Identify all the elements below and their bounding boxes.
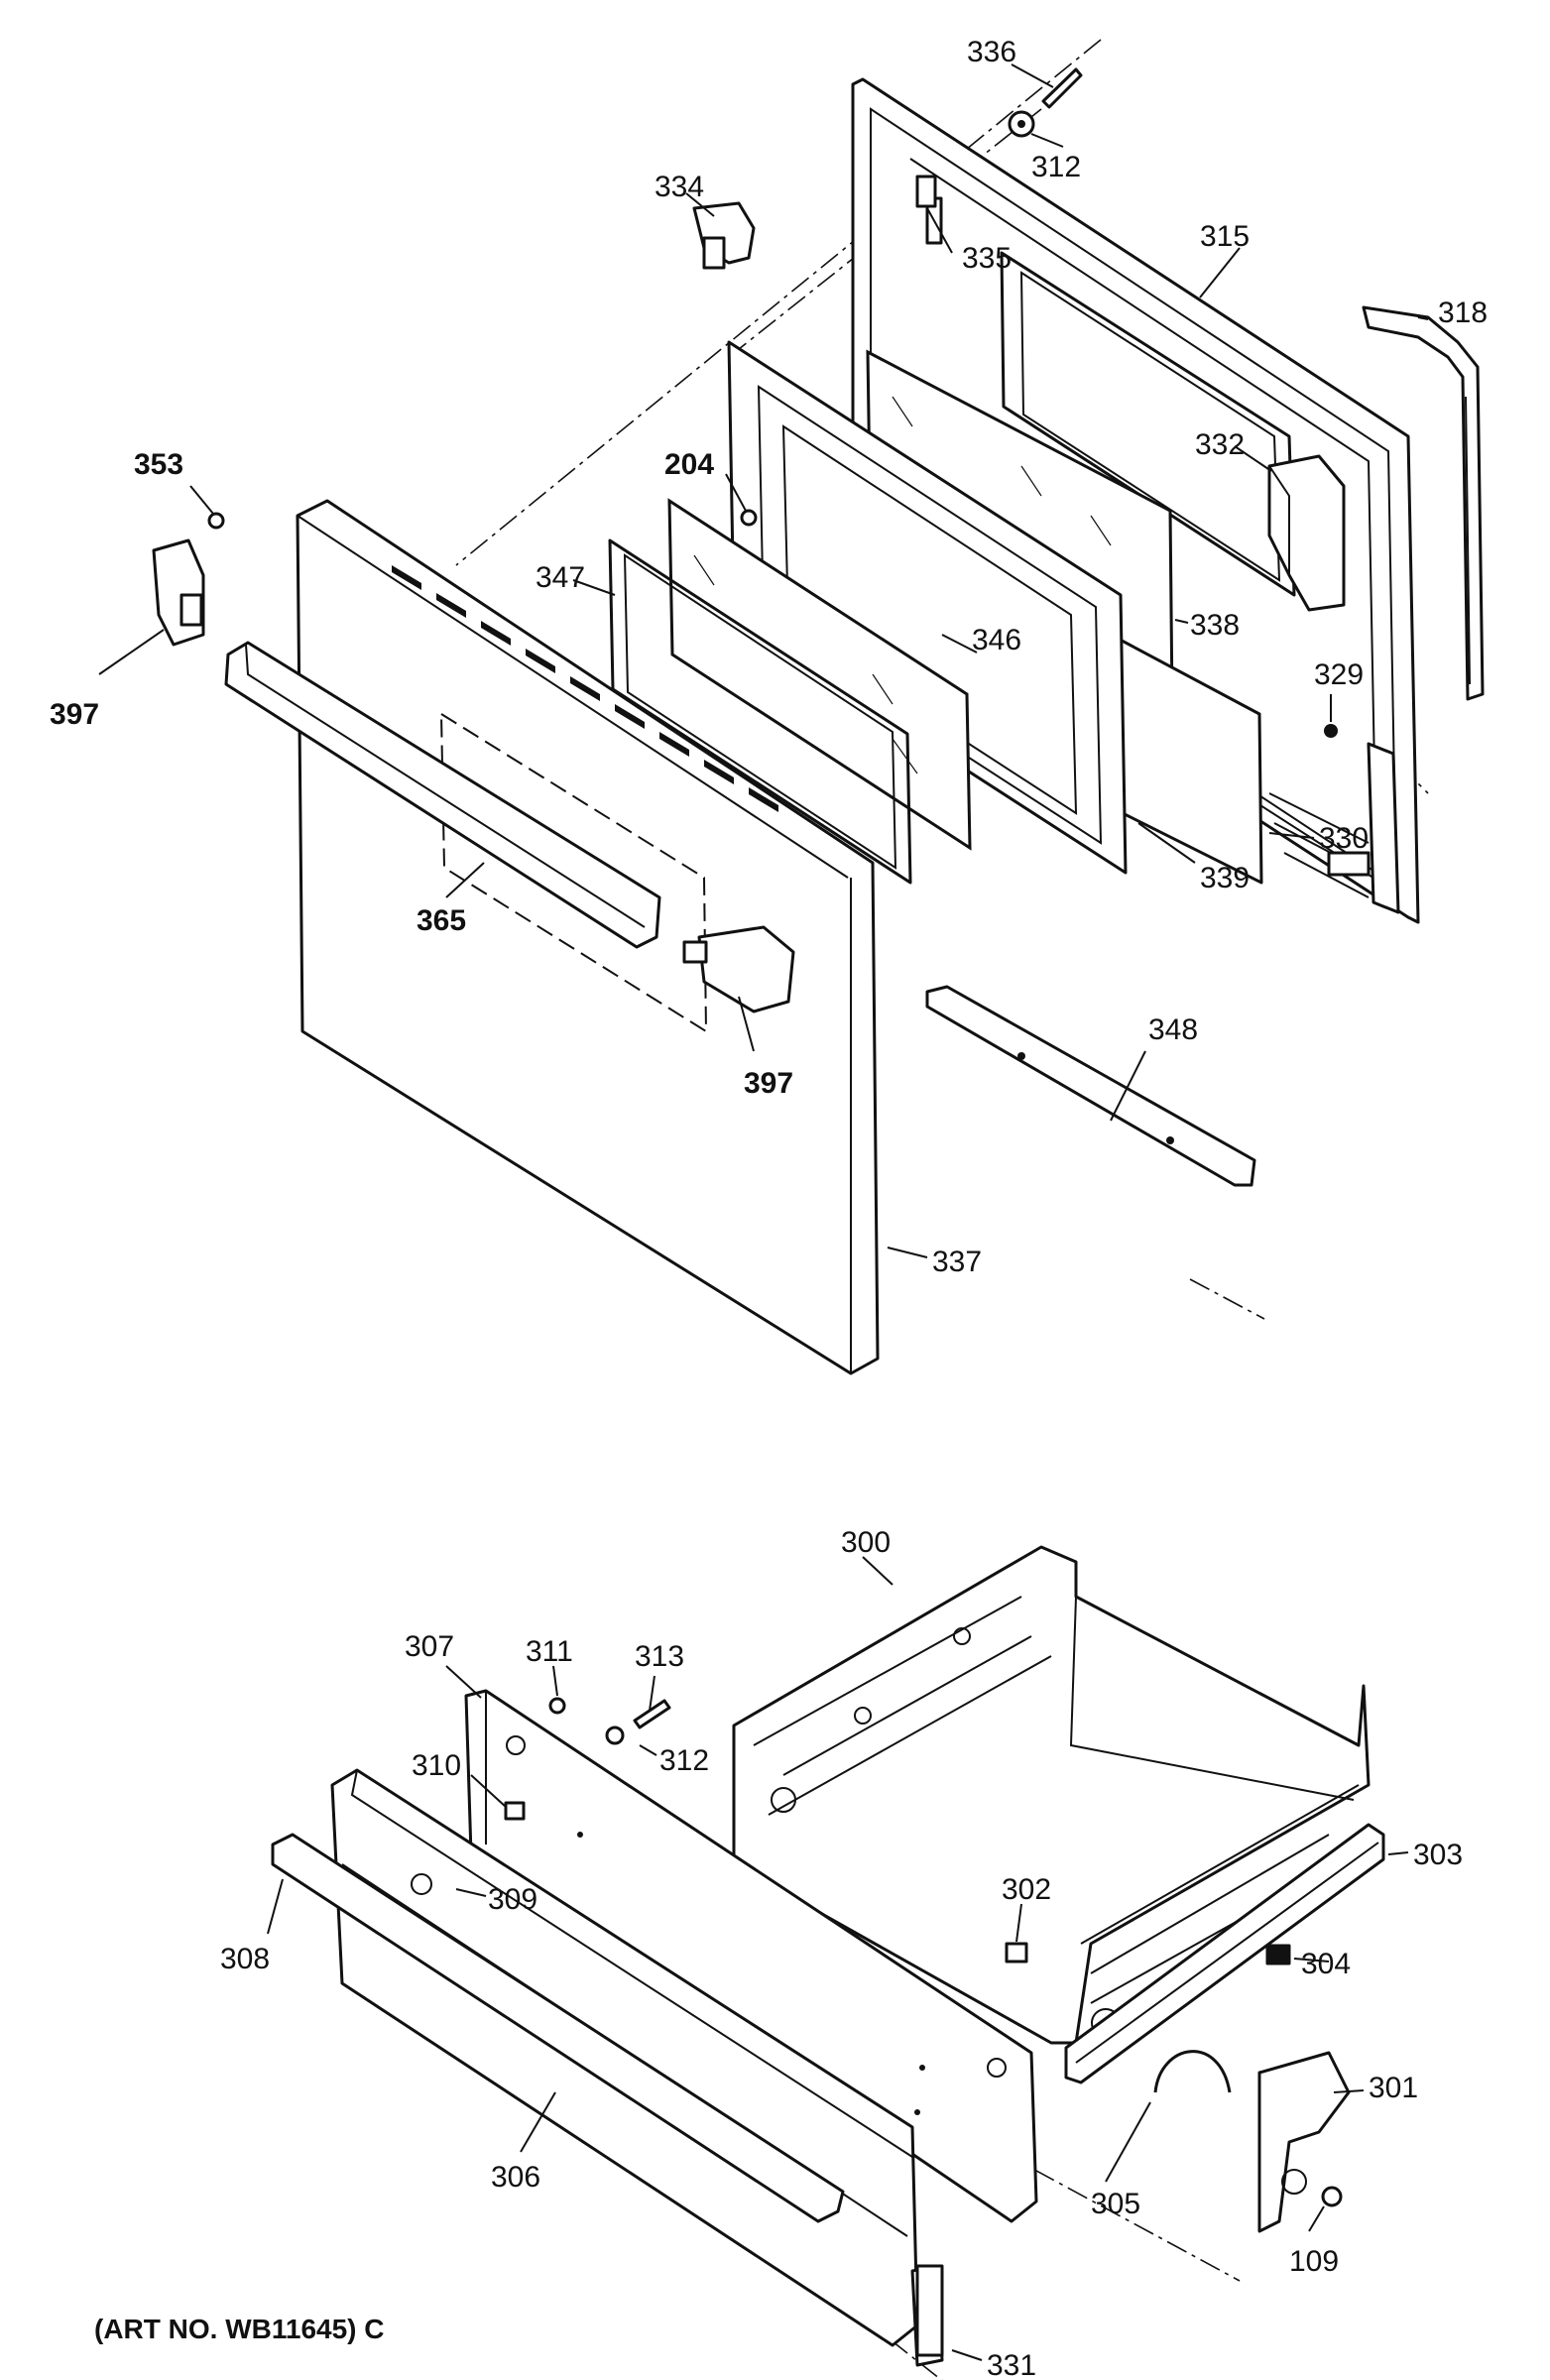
- label-300: 300: [841, 1526, 891, 1559]
- label-309: 309: [488, 1883, 537, 1916]
- label-312: 312: [1031, 151, 1081, 183]
- bracket-335: [915, 175, 937, 208]
- label-334: 334: [655, 171, 704, 203]
- inner-door-frame: [727, 340, 1128, 875]
- leader-lines-bottom: [267, 1556, 1409, 2361]
- label-329: 329: [1314, 658, 1364, 691]
- screw-329: [1324, 724, 1338, 738]
- label-365: 365: [417, 904, 466, 937]
- label-336: 336: [967, 36, 1016, 68]
- label-301: 301: [1369, 2072, 1418, 2104]
- handle-endcap-397a: [152, 538, 205, 647]
- label-109: 109: [1289, 2245, 1339, 2278]
- label-330: 330: [1319, 822, 1369, 855]
- stud-302: [1005, 1942, 1028, 1964]
- label-204: 204: [664, 448, 714, 481]
- label-346: 346: [972, 624, 1021, 656]
- label-311: 311: [526, 1635, 573, 1668]
- screw-353: [207, 512, 225, 530]
- slide-rail-303: [1064, 1823, 1385, 2084]
- bracket-331: [915, 2264, 944, 2357]
- nut-311: [548, 1697, 566, 1715]
- label-306: 306: [491, 2161, 540, 2194]
- label-332: 332: [1195, 428, 1245, 461]
- label-353: 353: [134, 448, 183, 481]
- label-347: 347: [536, 561, 585, 594]
- callout-labels-top: 336 312 334 335 315 318 353 204 332 347 …: [50, 36, 1488, 1278]
- label-315: 315: [1200, 220, 1250, 253]
- door-handle-365: [224, 641, 661, 949]
- clip-334: [692, 201, 756, 270]
- drawer-handle-308: [271, 1833, 845, 2223]
- label-310: 310: [412, 1749, 461, 1782]
- screw-204: [740, 509, 758, 527]
- label-313: 313: [635, 1640, 684, 1673]
- glass-frame-347: [608, 538, 912, 885]
- label-312-bottom: 312: [659, 1744, 709, 1777]
- label-307: 307: [405, 1630, 454, 1663]
- insulation-332: [1267, 454, 1346, 612]
- washer-312b: [605, 1726, 625, 1745]
- alignment-lines-bottom: [475, 1278, 1265, 2380]
- label-397-right: 397: [744, 1067, 793, 1100]
- outer-door-panel-337: [296, 499, 880, 1375]
- label-337: 337: [932, 1246, 982, 1278]
- label-339: 339: [1200, 862, 1250, 894]
- label-305: 305: [1091, 2188, 1140, 2220]
- handle-endcap-397b: [682, 925, 795, 1013]
- spring-clip-305: [1153, 2050, 1232, 2093]
- bumper-304: [1265, 1944, 1291, 1965]
- label-335: 335: [962, 242, 1012, 275]
- label-348: 348: [1148, 1013, 1198, 1046]
- drawer-body-300: [732, 1545, 1371, 2045]
- label-338: 338: [1190, 609, 1240, 642]
- nut-312: [1008, 110, 1035, 138]
- label-308: 308: [220, 1943, 270, 1975]
- label-302: 302: [1002, 1873, 1051, 1906]
- label-304: 304: [1301, 1948, 1351, 1980]
- label-331: 331: [987, 2349, 1036, 2380]
- label-318: 318: [1438, 297, 1488, 329]
- vent-slots: [392, 565, 778, 812]
- clip-310: [504, 1801, 526, 1821]
- door-trim-348: [925, 985, 1256, 1187]
- leader-lines-top: [98, 63, 1429, 1258]
- screw-313: [633, 1699, 671, 1729]
- label-303: 303: [1413, 1839, 1463, 1871]
- bracket-301: [1257, 2051, 1351, 2233]
- callout-labels-bottom: 300 307 311 313 312 310 303 309 302 308 …: [220, 1526, 1463, 2380]
- inner-glass-346: [667, 498, 972, 851]
- label-397-left: 397: [50, 698, 99, 731]
- gasket-318: [1362, 305, 1485, 701]
- screw-336: [1041, 67, 1083, 109]
- art-number: (ART NO. WB11645) C: [94, 2314, 385, 2344]
- nut-109: [1321, 2186, 1343, 2207]
